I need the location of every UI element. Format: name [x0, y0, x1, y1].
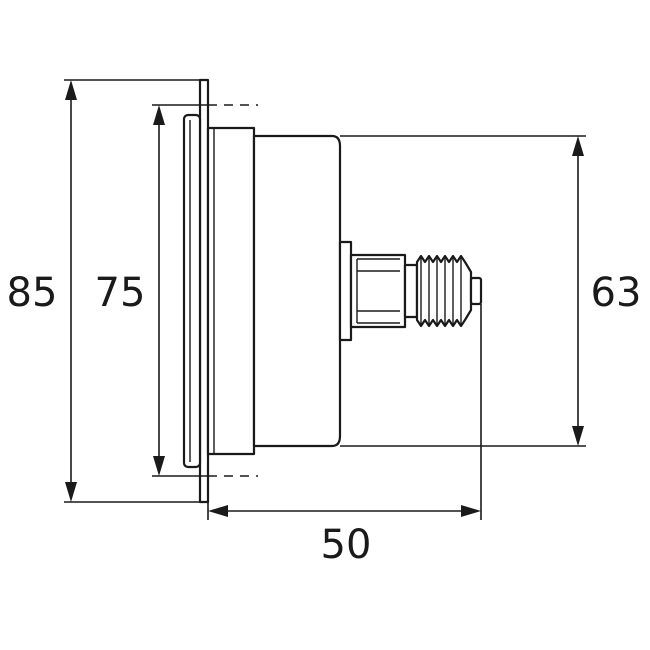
connection-boss: [338, 240, 353, 342]
case-ring: [206, 126, 256, 456]
dimension-label-50: 50: [321, 522, 372, 568]
dimension-50: 50: [207, 304, 482, 568]
front-flange: [198, 78, 210, 504]
rear-housing: [252, 134, 342, 448]
dimension-85: 85: [7, 79, 208, 503]
dimension-75: 75: [95, 104, 258, 477]
dimension-label-75: 75: [95, 270, 146, 316]
dimension-label-63: 63: [591, 270, 642, 316]
dimension-label-85: 85: [7, 270, 58, 316]
threaded-stem: [403, 254, 483, 328]
dimension-63: 63: [340, 135, 642, 447]
front-bezel: [182, 113, 202, 469]
gauge-body: [182, 78, 483, 504]
hex-nut: [349, 253, 407, 329]
